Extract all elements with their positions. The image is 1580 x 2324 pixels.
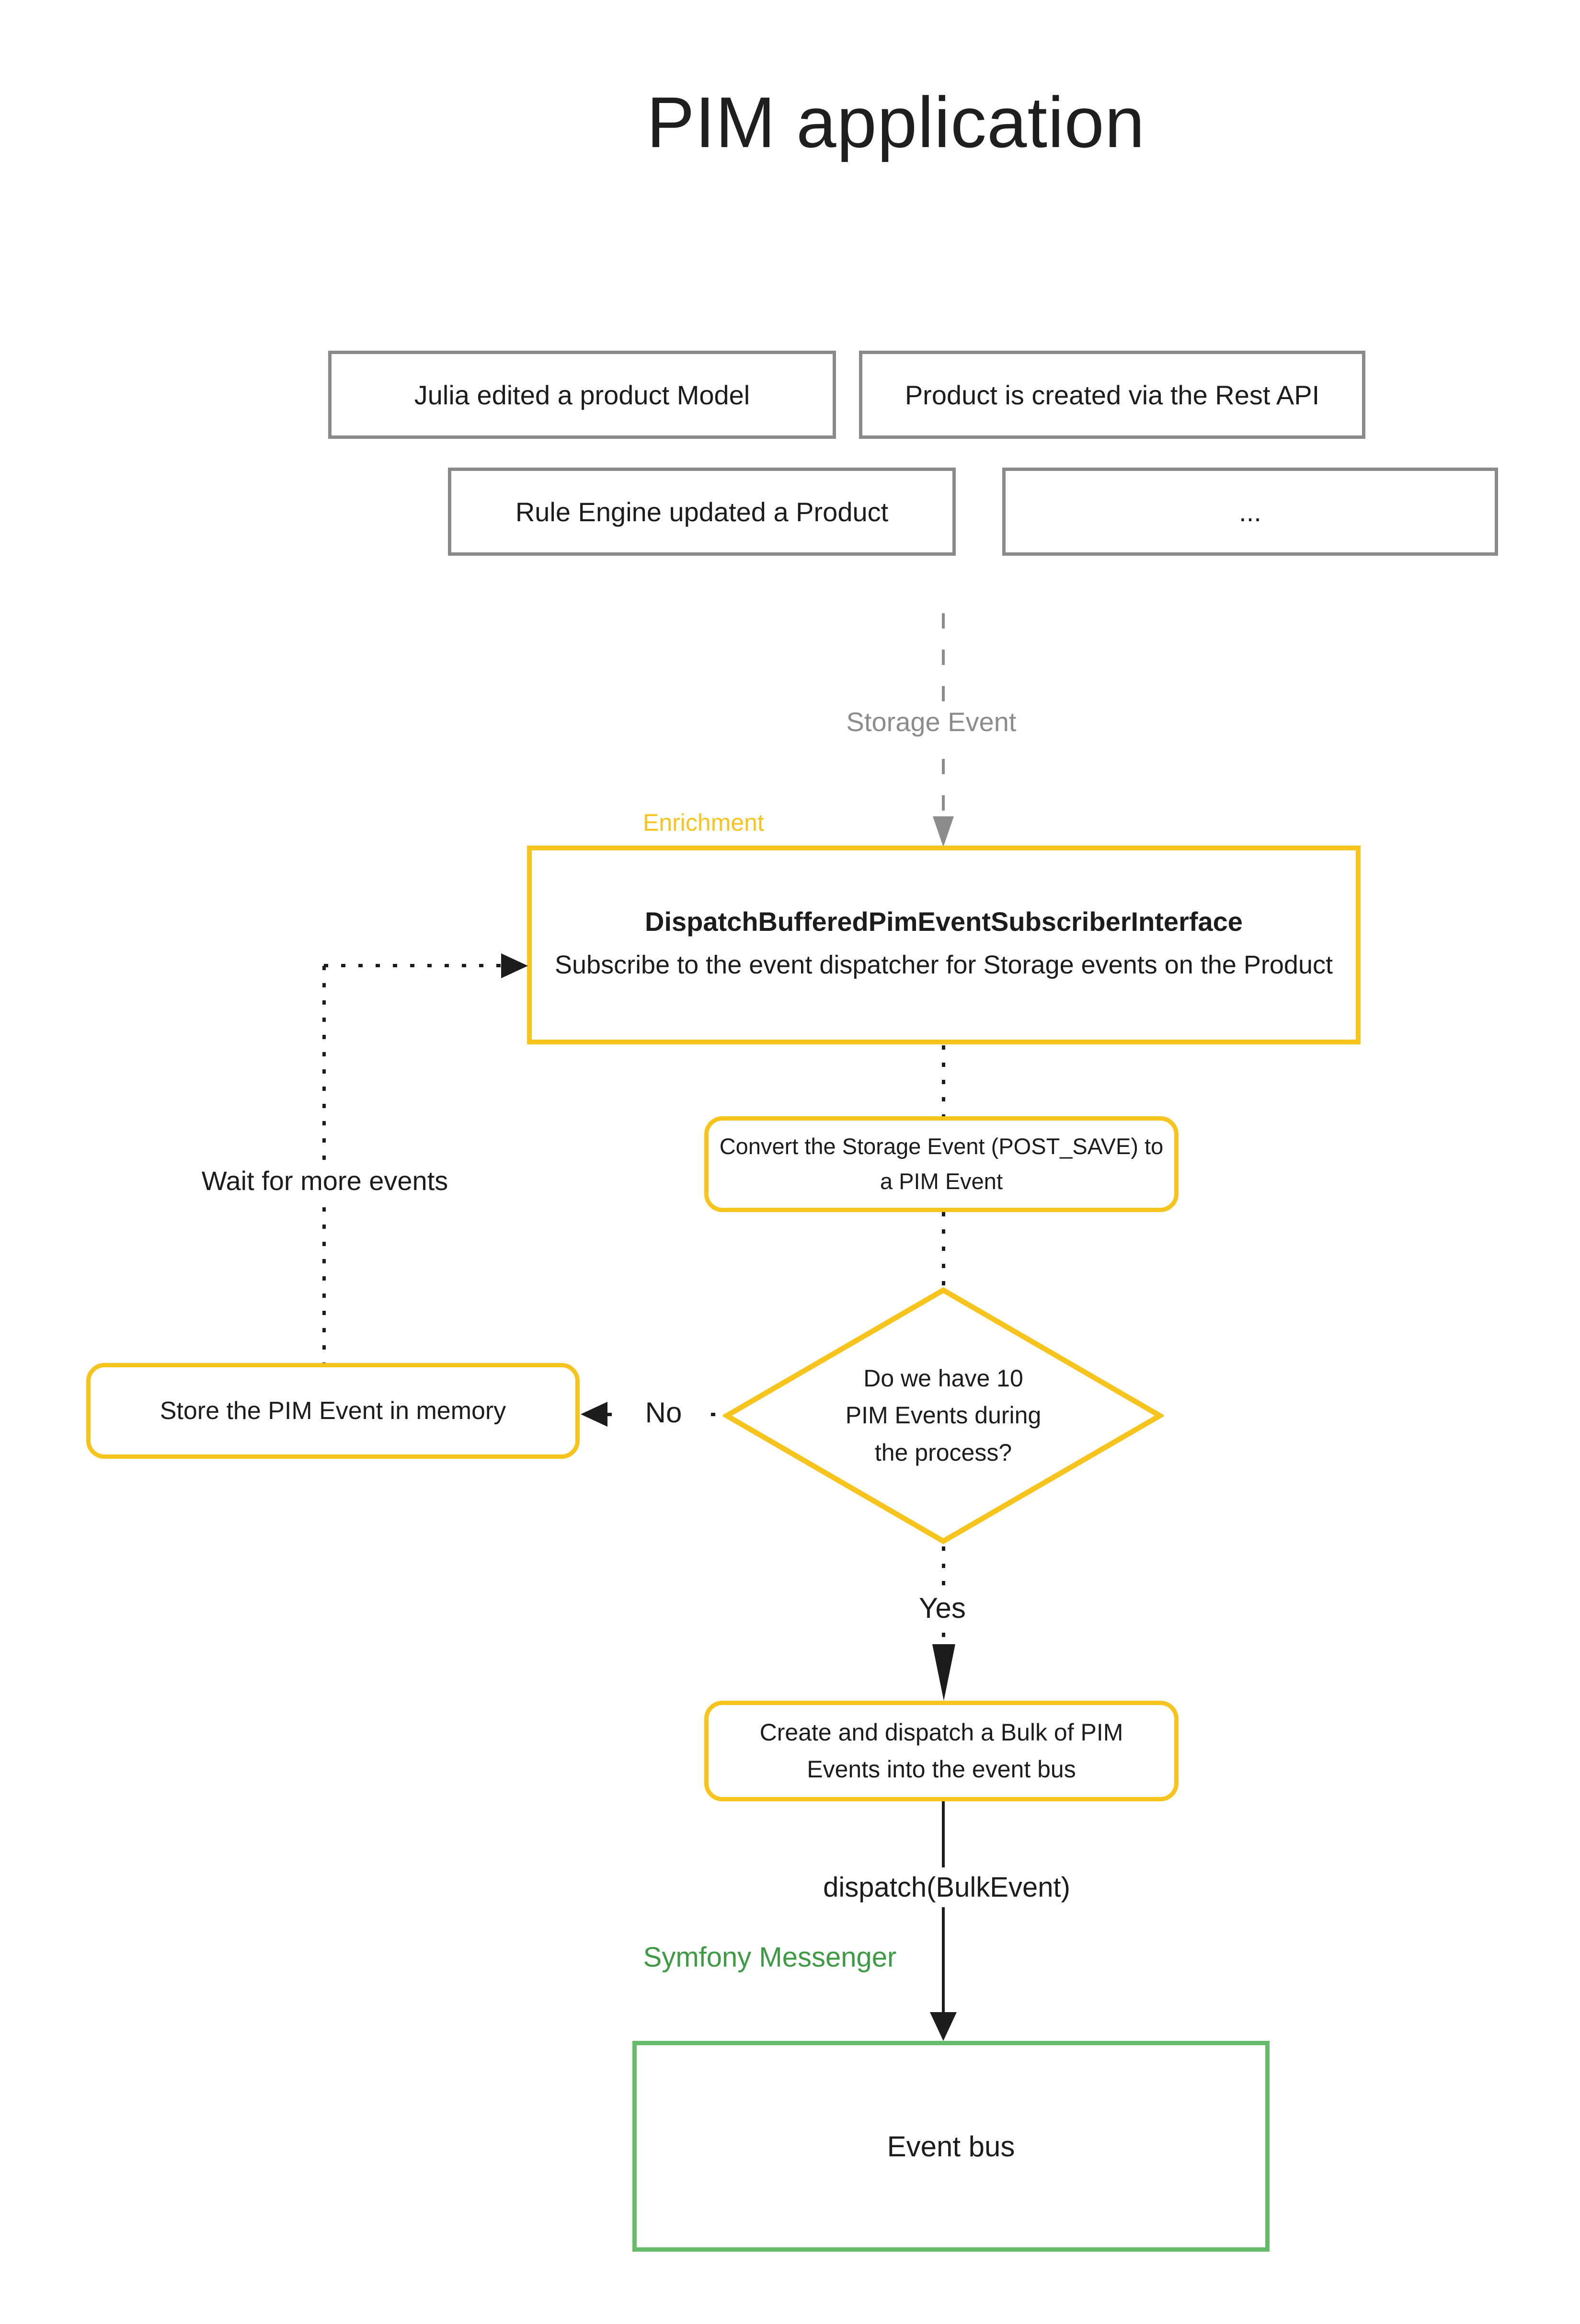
diamond-shape bbox=[723, 1287, 1164, 1545]
store-node: Store the PIM Event in memory bbox=[86, 1363, 580, 1459]
symfony-messenger-label: Symfony Messenger bbox=[643, 1942, 897, 1973]
convert-label: Convert the Storage Event (POST_SAVE) to… bbox=[719, 1133, 1164, 1194]
wait-label: Wait for more events bbox=[162, 1161, 488, 1200]
convert-node: Convert the Storage Event (POST_SAVE) to… bbox=[704, 1116, 1179, 1212]
subscriber-to-convert-line bbox=[942, 1045, 945, 1116]
source-box-ellipsis: ... bbox=[1002, 468, 1498, 556]
enrichment-label: Enrichment bbox=[643, 809, 764, 836]
decision-line-3: the process? bbox=[874, 1439, 1012, 1466]
create-bulk-label: Create and dispatch a Bulk of PIM Events… bbox=[759, 1718, 1123, 1783]
wait-loop-arrowhead-icon bbox=[501, 953, 528, 978]
no-arrowhead-icon bbox=[581, 1402, 607, 1427]
storage-event-arrowhead-icon bbox=[933, 816, 954, 847]
decision-line-2: PIM Events during bbox=[845, 1402, 1042, 1429]
storage-event-label: Storage Event bbox=[812, 702, 1051, 741]
decision-node: Do we have 10 PIM Events during the proc… bbox=[723, 1286, 1164, 1545]
event-bus-arrowhead-icon bbox=[930, 2012, 957, 2041]
convert-to-decision-line bbox=[942, 1212, 945, 1288]
subscriber-title: DispatchBufferedPimEventSubscriberInterf… bbox=[645, 906, 1243, 937]
subscriber-node: DispatchBufferedPimEventSubscriberInterf… bbox=[527, 846, 1361, 1044]
yes-label: Yes bbox=[892, 1588, 993, 1628]
page-title: PIM application bbox=[646, 81, 1145, 162]
source-box-rest-api: Product is created via the Rest API bbox=[859, 351, 1365, 439]
source-box-rule-engine: Rule Engine updated a Product bbox=[448, 468, 956, 556]
wait-loop-horizontal-line bbox=[324, 964, 502, 967]
no-label: No bbox=[619, 1392, 708, 1433]
dispatch-line bbox=[942, 1801, 945, 2016]
dispatch-label: dispatch(BulkEvent) bbox=[803, 1867, 1090, 1907]
yes-arrowhead-icon bbox=[932, 1644, 955, 1701]
subscriber-description: Subscribe to the event dispatcher for St… bbox=[555, 950, 1333, 979]
event-bus-node: Event bus bbox=[632, 2041, 1270, 2252]
create-bulk-node: Create and dispatch a Bulk of PIM Events… bbox=[704, 1701, 1179, 1801]
source-box-julia: Julia edited a product Model bbox=[328, 351, 836, 439]
decision-label: Do we have 10 PIM Events during the proc… bbox=[723, 1286, 1164, 1545]
decision-line-1: Do we have 10 bbox=[863, 1364, 1023, 1392]
